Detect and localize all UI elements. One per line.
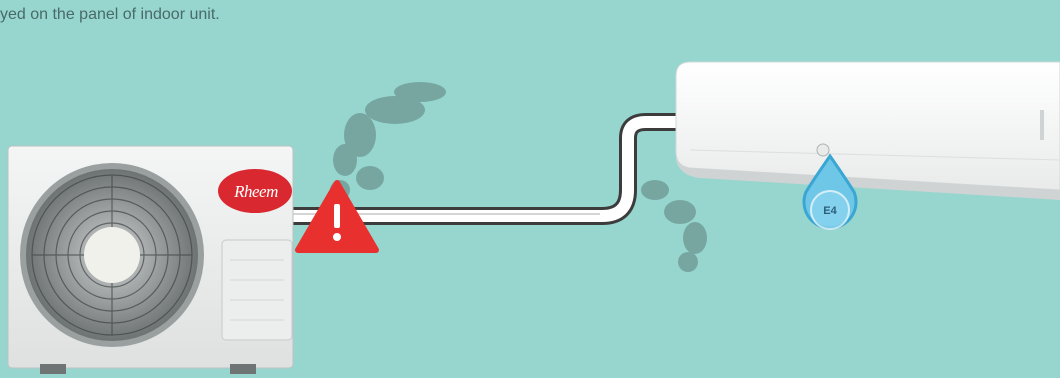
error-code-label: E4 [810, 205, 850, 217]
indoor-unit [676, 62, 1060, 200]
brand-label: Rheem [221, 182, 291, 202]
smoke-icon [330, 82, 707, 272]
